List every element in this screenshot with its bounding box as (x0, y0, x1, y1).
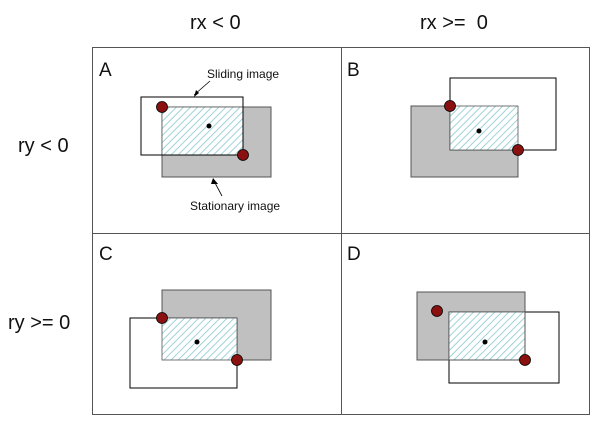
center-dot (482, 339, 488, 345)
row-header-ry-nonnegative: ry >= 0 (8, 312, 71, 334)
center-dot (194, 339, 200, 345)
row-header-ry-negative: ry < 0 (18, 135, 69, 157)
corner-marker (444, 100, 456, 112)
column-header-rx-negative: rx < 0 (190, 12, 241, 34)
overlap-region (448, 311, 526, 361)
panel-label-d: D (347, 244, 361, 265)
corner-marker (237, 149, 249, 161)
corner-marker (156, 101, 168, 113)
panel-label-c: C (99, 244, 113, 265)
corner-marker (512, 144, 524, 156)
column-header-rx-nonnegative: rx >= 0 (420, 12, 488, 34)
panel-label-b: B (347, 60, 360, 81)
corner-marker (519, 354, 531, 366)
sliding-image-label: Sliding image (207, 67, 280, 81)
panel-d-diagram (416, 291, 560, 384)
corner-marker (231, 354, 243, 366)
sliding-image-rect (140, 96, 244, 156)
panel-label-a: A (99, 60, 112, 81)
overlap-region (449, 105, 519, 151)
panel-c-diagram (129, 289, 272, 389)
corner-marker (156, 312, 168, 324)
overlap-region (161, 106, 244, 156)
center-dot (206, 123, 212, 129)
center-dot (476, 128, 482, 134)
grid-vertical-divider (341, 47, 342, 415)
stationary-image-label: Stationary image (190, 199, 281, 213)
panel-a-diagram (140, 80, 272, 197)
corner-marker (431, 305, 443, 317)
panel-b-diagram (410, 77, 557, 178)
overlap-region (161, 317, 238, 361)
